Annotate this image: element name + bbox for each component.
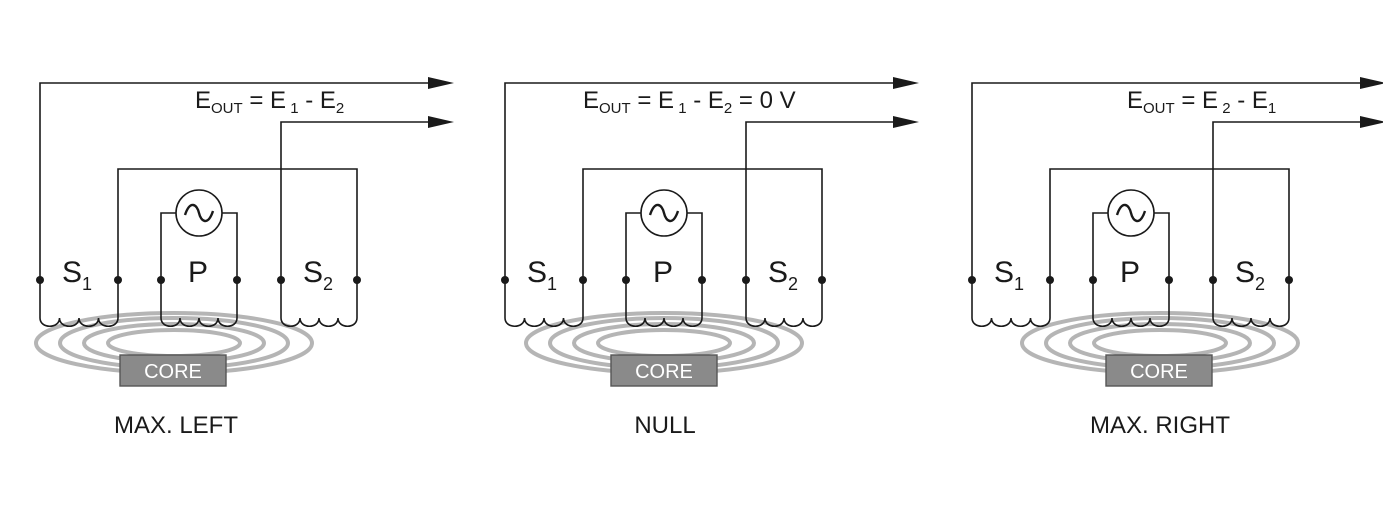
- terminal-dot: [114, 276, 122, 284]
- core: CORE: [610, 354, 718, 387]
- arrow-icon: [428, 77, 454, 89]
- primary-wire-left: [625, 212, 641, 280]
- output-wire-1: [971, 82, 1362, 280]
- terminal-dot: [1209, 276, 1217, 284]
- primary-coil: [625, 280, 703, 328]
- secondary-coil-2: [280, 280, 358, 328]
- coil-label-p: P: [653, 256, 673, 289]
- terminal-dot: [818, 276, 826, 284]
- field-line: [1092, 328, 1228, 358]
- core-rect: [1105, 354, 1213, 387]
- arrow-icon: [1360, 77, 1383, 89]
- coil-label-s2: S2: [768, 256, 798, 294]
- arrow-icon: [893, 77, 919, 89]
- coil-windings: [504, 317, 584, 328]
- panel-2: CORE S1 P S2 EOUT = E 1 - E2 = 0 V NULL: [501, 77, 919, 439]
- coil-windings: [971, 317, 1051, 328]
- arrow-icon: [893, 116, 919, 128]
- panel-caption: NULL: [634, 412, 695, 439]
- secondary-coil-2: [745, 280, 823, 328]
- arrow-icon: [428, 116, 454, 128]
- secondary-coil-1: [504, 280, 584, 328]
- core-label: CORE: [144, 361, 202, 383]
- panel-caption: MAX. LEFT: [114, 412, 238, 439]
- terminal-dot: [968, 276, 976, 284]
- secondary-link-wire: [582, 168, 823, 280]
- sine-wave-icon: [648, 203, 680, 223]
- output-wire-1: [504, 82, 895, 280]
- coil-windings: [625, 317, 703, 328]
- terminal-dot: [742, 276, 750, 284]
- coil-windings: [1092, 317, 1170, 328]
- coil-label-s1: S1: [994, 256, 1024, 294]
- sine-wave-icon: [1115, 203, 1147, 223]
- core-label: CORE: [1130, 361, 1188, 383]
- terminal-dot: [353, 276, 361, 284]
- coil-windings: [745, 317, 823, 328]
- primary-wire-left: [1092, 212, 1108, 280]
- primary-wire-left: [160, 212, 176, 280]
- terminal-dot: [1089, 276, 1097, 284]
- core-rect: [119, 354, 227, 387]
- core: CORE: [119, 354, 227, 387]
- coil-label-s1: S1: [62, 256, 92, 294]
- output-wire-1: [39, 82, 430, 280]
- coil-windings: [280, 317, 358, 328]
- secondary-coil-1: [39, 280, 119, 328]
- core-label: CORE: [635, 361, 693, 383]
- field-line: [106, 328, 242, 358]
- primary-coil: [1092, 280, 1170, 328]
- secondary-coil-2: [1212, 280, 1290, 328]
- output-equation: EOUT = E 1 - E2: [195, 87, 344, 117]
- output-equation: EOUT = E 1 - E2 = 0 V: [583, 87, 796, 117]
- coil-label-s1: S1: [527, 256, 557, 294]
- output-wire-2: [745, 121, 895, 280]
- ac-source-icon: [175, 189, 223, 237]
- field-line: [596, 328, 732, 358]
- primary-wire-right: [1154, 212, 1170, 280]
- terminal-dot: [698, 276, 706, 284]
- terminal-dot: [501, 276, 509, 284]
- ac-source-icon: [640, 189, 688, 237]
- wiring: [971, 77, 1383, 280]
- wiring: [39, 77, 454, 280]
- arrow-icon: [1360, 116, 1383, 128]
- coil-windings: [160, 317, 238, 328]
- primary-wire-right: [687, 212, 703, 280]
- panel-3: CORE S1 P S2 EOUT = E 2 - E1 MAX. RIGHT: [968, 77, 1383, 439]
- terminal-dot: [233, 276, 241, 284]
- secondary-coil-1: [971, 280, 1051, 328]
- core: CORE: [1105, 354, 1213, 387]
- primary-wire-right: [222, 212, 238, 280]
- secondary-link-wire: [117, 168, 358, 280]
- secondary-link-wire: [1049, 168, 1290, 280]
- ac-source-icon: [1107, 189, 1155, 237]
- terminal-dot: [1046, 276, 1054, 284]
- coil-windings: [1212, 317, 1290, 328]
- terminal-dot: [1165, 276, 1173, 284]
- coil-windings: [39, 317, 119, 328]
- output-wire-2: [1212, 121, 1362, 280]
- primary-coil: [160, 280, 238, 328]
- wiring: [504, 77, 919, 280]
- output-wire-2: [280, 121, 430, 280]
- sine-wave-icon: [183, 203, 215, 223]
- panel-caption: MAX. RIGHT: [1090, 412, 1230, 439]
- coil-label-p: P: [188, 256, 208, 289]
- output-equation: EOUT = E 2 - E1: [1127, 87, 1276, 117]
- terminal-dot: [157, 276, 165, 284]
- panel-1: CORE S1 P S2 EOUT = E 1 - E2 MAX. LEFT: [34, 77, 454, 439]
- terminal-dot: [277, 276, 285, 284]
- coil-label-p: P: [1120, 256, 1140, 289]
- terminal-dot: [622, 276, 630, 284]
- terminal-dot: [1285, 276, 1293, 284]
- terminal-dot: [579, 276, 587, 284]
- core-rect: [610, 354, 718, 387]
- coil-label-s2: S2: [1235, 256, 1265, 294]
- terminal-dot: [36, 276, 44, 284]
- coil-label-s2: S2: [303, 256, 333, 294]
